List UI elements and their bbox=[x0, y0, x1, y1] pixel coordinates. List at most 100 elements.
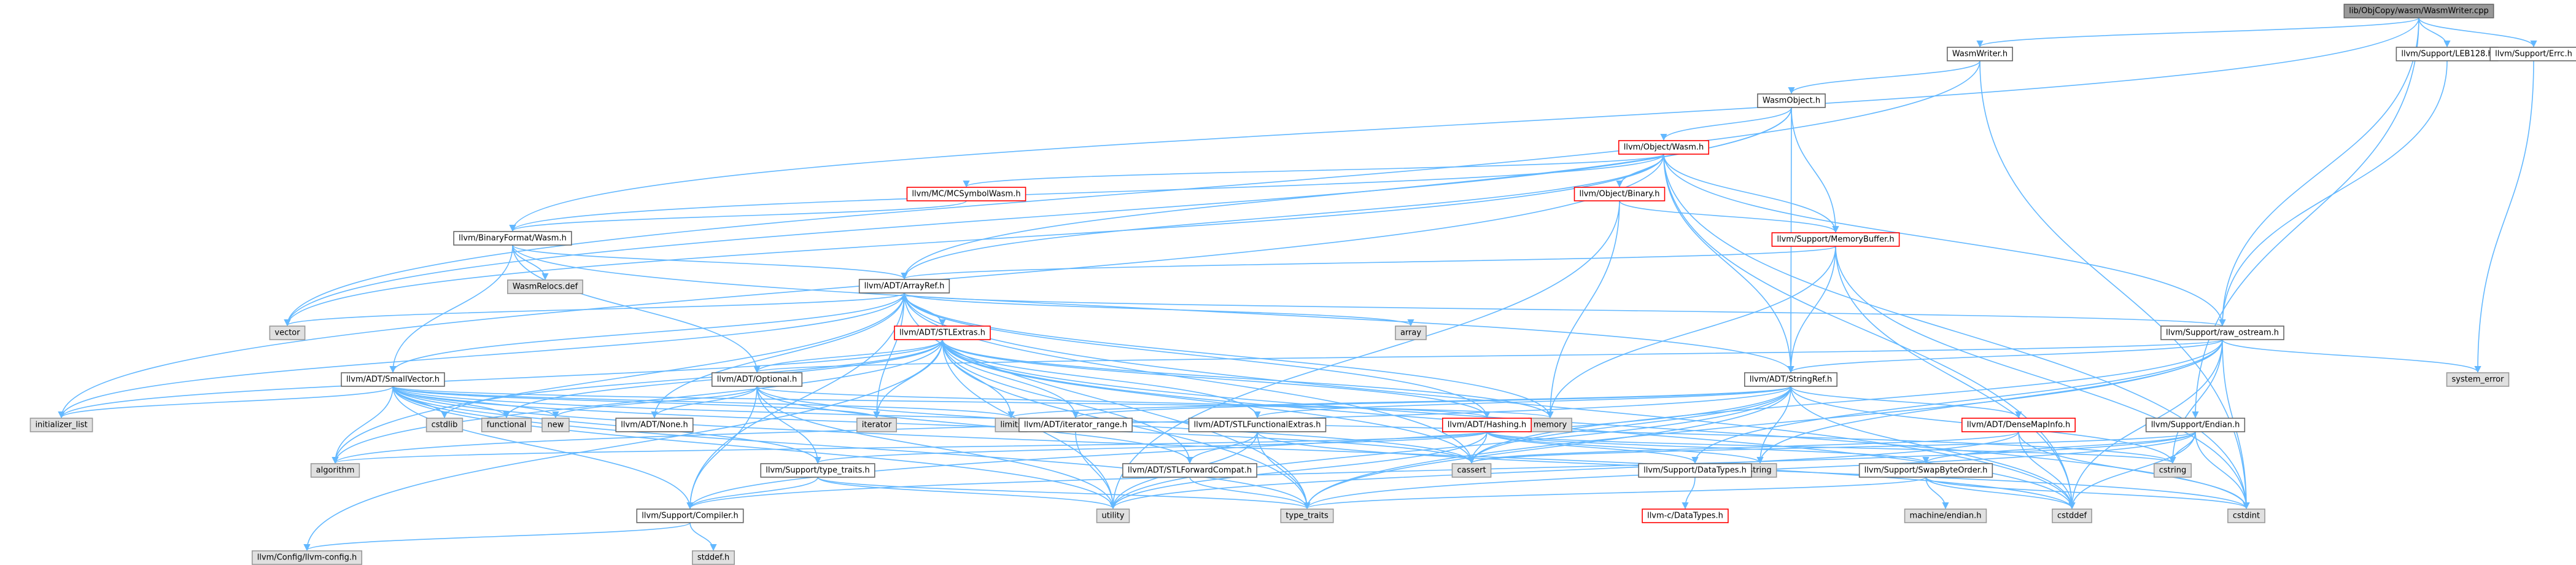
graph-node-cstddef[interactable]: cstddef bbox=[2052, 508, 2092, 523]
graph-node-compiler[interactable]: llvm/Support/Compiler.h bbox=[636, 508, 744, 523]
graph-edge bbox=[901, 154, 1664, 280]
graph-node-cstdint[interactable]: cstdint bbox=[2227, 508, 2265, 523]
graph-edge bbox=[552, 386, 758, 419]
graph-node-type-traits[interactable]: type_traits bbox=[1280, 508, 1334, 523]
graph-edge bbox=[686, 477, 818, 510]
graph-node-stddef[interactable]: stddef.h bbox=[692, 550, 735, 565]
graph-edge bbox=[2219, 60, 2448, 327]
graph-node-system-error[interactable]: system_error bbox=[2446, 372, 2510, 387]
graph-edge bbox=[509, 200, 967, 232]
graph-node-utility[interactable]: utility bbox=[1096, 508, 1130, 523]
graph-edge bbox=[1468, 339, 2223, 464]
graph-node-root[interactable]: lib/ObjCopy/wasm/WasmWriter.cpp bbox=[2343, 4, 2494, 18]
graph-node-new[interactable]: new bbox=[541, 418, 570, 432]
graph-node-binaryformat-wasm[interactable]: llvm/BinaryFormat/Wasm.h bbox=[453, 231, 572, 246]
graph-node-iterator[interactable]: iterator bbox=[856, 418, 898, 432]
graph-node-endian[interactable]: llvm/Support/Endian.h bbox=[2145, 418, 2246, 432]
graph-edge bbox=[392, 386, 1311, 510]
graph-node-box bbox=[692, 550, 735, 565]
graph-node-object-binary[interactable]: llvm/Object/Binary.h bbox=[1573, 187, 1666, 201]
graph-edge bbox=[2418, 17, 2451, 48]
graph-edge bbox=[1257, 431, 1311, 510]
graph-edge bbox=[1109, 431, 2019, 510]
graph-node-wasmrelocs[interactable]: WasmRelocs.def bbox=[507, 279, 583, 294]
graph-node-arrayref[interactable]: llvm/ADT/ArrayRef.h bbox=[858, 279, 950, 294]
graph-node-type-traits-h[interactable]: llvm/Support/type_traits.h bbox=[760, 463, 875, 478]
graph-node-initializer-list[interactable]: initializer_list bbox=[29, 418, 93, 432]
graph-node-stlfunctionalextras[interactable]: llvm/ADT/STLFunctionalExtras.h bbox=[1188, 418, 1327, 432]
graph-node-crc[interactable]: llvm/Support/Errc.h bbox=[2489, 47, 2576, 61]
graph-node-box bbox=[760, 463, 875, 478]
graph-node-label: llvm/ADT/SmallVector.h bbox=[346, 375, 440, 384]
graph-edge bbox=[817, 477, 1117, 510]
graph-edge bbox=[509, 154, 1664, 232]
graph-node-box bbox=[481, 418, 532, 432]
graph-node-leb128[interactable]: llvm/Support/LEB128.h bbox=[2396, 47, 2499, 61]
graph-edge bbox=[1007, 386, 1791, 419]
graph-edge bbox=[2068, 431, 2196, 510]
graph-node-algorithm[interactable]: algorithm bbox=[310, 463, 360, 478]
graph-edge bbox=[284, 60, 1980, 327]
graph-node-raw-ostream[interactable]: llvm/Support/raw_ostream.h bbox=[2160, 325, 2284, 340]
graph-node-array[interactable]: array bbox=[1395, 325, 1427, 340]
graph-edge bbox=[873, 292, 905, 419]
graph-edge bbox=[392, 386, 1475, 464]
graph-node-memorybuffer[interactable]: llvm/Support/MemoryBuffer.h bbox=[1771, 232, 1900, 247]
graph-edge bbox=[1691, 339, 2223, 464]
graph-node-box bbox=[1947, 47, 2013, 61]
graph-edge bbox=[2474, 60, 2534, 373]
graph-node-object-wasm[interactable]: llvm/Object/Wasm.h bbox=[1618, 140, 1710, 155]
graph-edge bbox=[303, 522, 691, 551]
graph-node-iterator-range[interactable]: llvm/ADT/iterator_range.h bbox=[1018, 418, 1133, 432]
graph-edge bbox=[284, 292, 905, 327]
graph-node-functional[interactable]: functional bbox=[481, 418, 532, 432]
graph-node-densemapinfo[interactable]: llvm/ADT/DenseMapInfo.h bbox=[1961, 418, 2076, 432]
graph-node-c-datatypes[interactable]: llvm-c/DataTypes.h bbox=[1642, 508, 1729, 523]
graph-node-stlforwardcompat[interactable]: llvm/ADT/STLForwardCompat.h bbox=[1122, 463, 1257, 478]
graph-edge bbox=[1835, 246, 2076, 510]
graph-node-label: machine/endian.h bbox=[1910, 512, 1982, 521]
graph-node-memory[interactable]: memory bbox=[1528, 418, 1572, 432]
graph-node-box bbox=[1188, 418, 1327, 432]
graph-edge bbox=[1663, 154, 1794, 373]
graph-node-mcsymbolwasm[interactable]: llvm/MC/MCSymbolWasm.h bbox=[906, 187, 1026, 201]
graph-edge bbox=[1682, 477, 1696, 510]
graph-edge bbox=[1109, 431, 1488, 510]
graph-edge bbox=[873, 339, 943, 419]
graph-node-label: initializer_list bbox=[35, 421, 87, 430]
graph-node-smallvector[interactable]: llvm/ADT/SmallVector.h bbox=[341, 372, 445, 387]
graph-node-stlextras[interactable]: llvm/ADT/STLExtras.h bbox=[894, 325, 991, 340]
graph-node-cassert[interactable]: cassert bbox=[1451, 463, 1492, 478]
graph-node-box bbox=[1018, 418, 1133, 432]
graph-node-hashing[interactable]: llvm/ADT/Hashing.h bbox=[1441, 418, 1532, 432]
graph-node-cstdlib[interactable]: cstdlib bbox=[425, 418, 464, 432]
graph-node-stringref[interactable]: llvm/ADT/StringRef.h bbox=[1744, 372, 1838, 387]
graph-node-label: llvm/ADT/DenseMapInfo.h bbox=[1967, 421, 2070, 430]
graph-node-datatypes[interactable]: llvm/Support/DataTypes.h bbox=[1638, 463, 1752, 478]
graph-node-adt-none[interactable]: llvm/ADT/None.h bbox=[615, 418, 694, 432]
graph-node-label: cstddef bbox=[2057, 512, 2087, 521]
graph-node-cstring[interactable]: cstring bbox=[2153, 463, 2192, 478]
graph-node-swapbyteorder[interactable]: llvm/Support/SwapByteOrder.h bbox=[1858, 463, 1993, 478]
graph-node-wasmwriter-h[interactable]: WasmWriter.h bbox=[1947, 47, 2013, 61]
graph-node-box bbox=[1451, 463, 1492, 478]
graph-node-box bbox=[615, 418, 694, 432]
graph-edge bbox=[2018, 431, 2076, 510]
graph-edge bbox=[1303, 386, 1791, 510]
graph-edge bbox=[58, 386, 394, 419]
graph-node-wasmobject-h[interactable]: WasmObject.h bbox=[1757, 93, 1826, 108]
graph-edge bbox=[392, 386, 1553, 419]
graph-node-label: llvm/BinaryFormat/Wasm.h bbox=[459, 234, 567, 243]
graph-node-box bbox=[310, 463, 360, 478]
graph-node-box bbox=[2145, 418, 2246, 432]
graph-node-machine-endian[interactable]: machine/endian.h bbox=[1904, 508, 1987, 523]
graph-node-label: llvm/MC/MCSymbolWasm.h bbox=[912, 190, 1020, 199]
graph-edge bbox=[756, 386, 1491, 419]
graph-node-config[interactable]: llvm/Config/llvm-config.h bbox=[251, 550, 363, 565]
graph-node-vector[interactable]: vector bbox=[269, 325, 306, 340]
graph-node-optional[interactable]: llvm/ADT/Optional.h bbox=[711, 372, 803, 387]
edges-layer bbox=[58, 17, 2537, 551]
graph-node-box bbox=[2160, 325, 2284, 340]
graph-node-box bbox=[29, 418, 93, 432]
